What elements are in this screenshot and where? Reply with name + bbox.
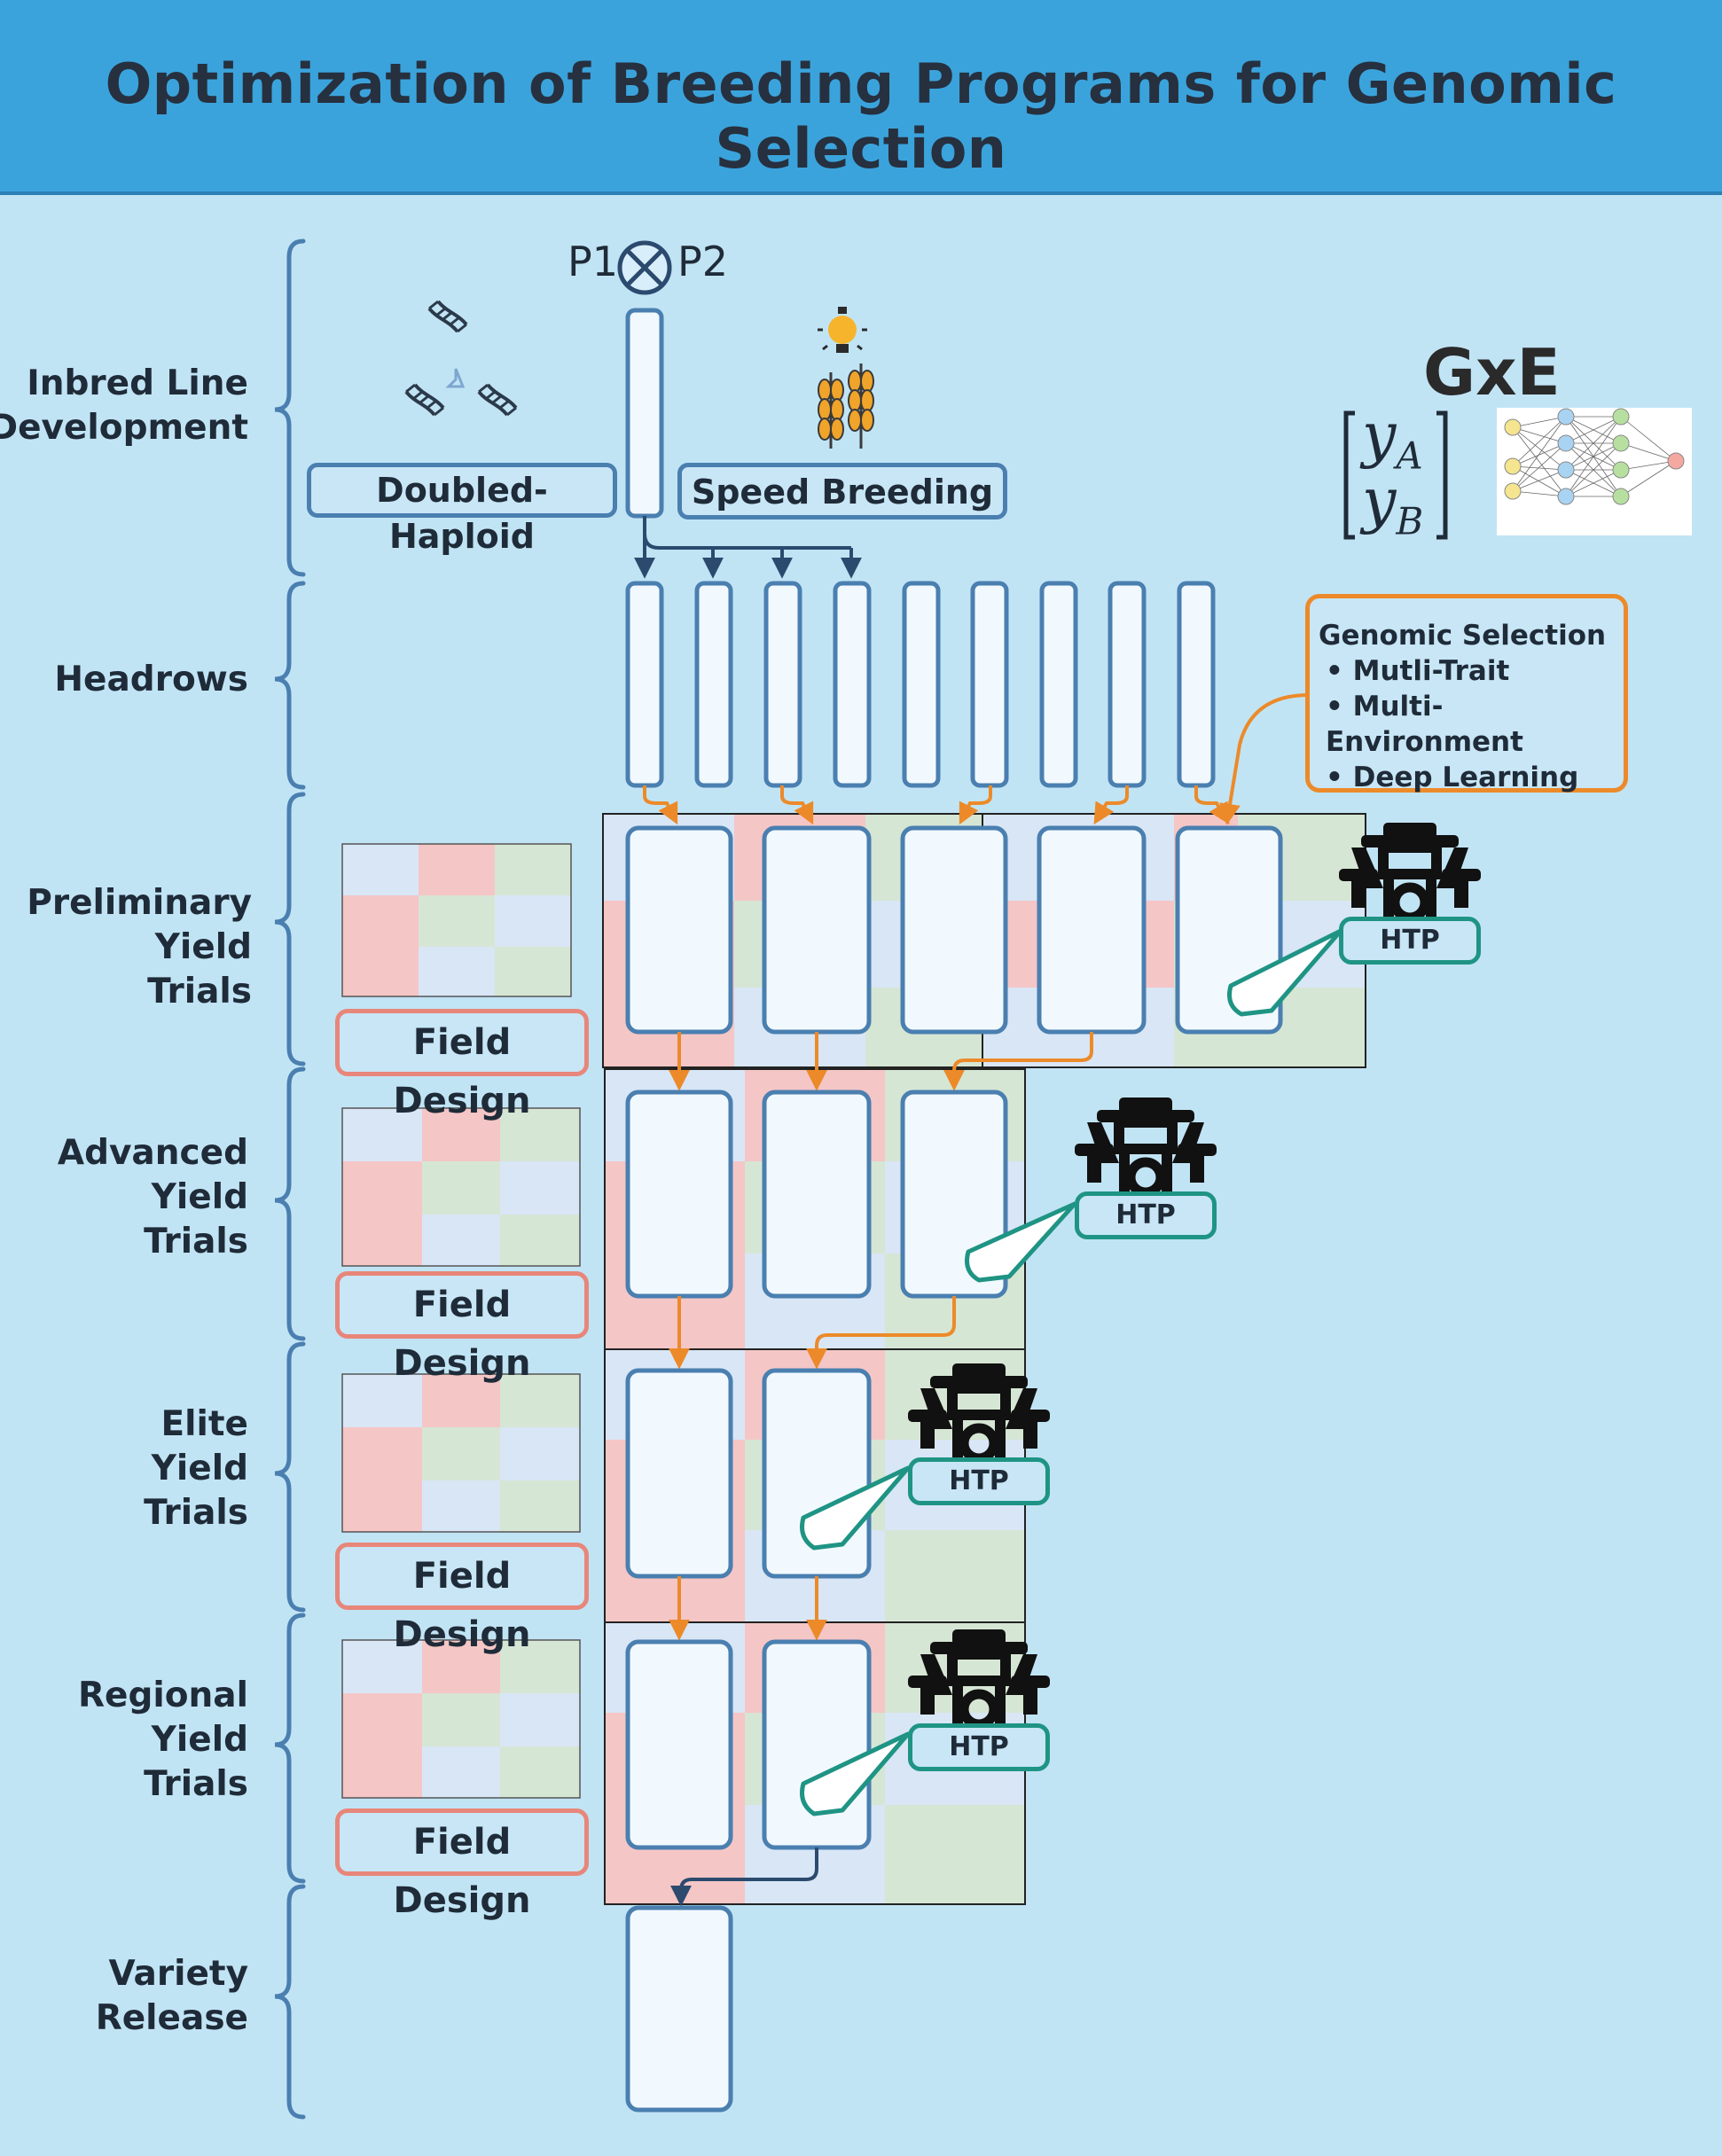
field-design-thumbnail-ayt xyxy=(341,1107,581,1267)
header-banner: Optimization of Breeding Programs for Ge… xyxy=(0,0,1722,195)
pyt-plots xyxy=(625,825,1283,1035)
drone-icon xyxy=(1075,1098,1217,1206)
distribution-arrows xyxy=(634,516,862,579)
stage-label-headrows: Headrows xyxy=(54,660,248,699)
field-design-thumbnail-ryt xyxy=(341,1639,581,1799)
gxe-vector-brackets xyxy=(1343,410,1448,540)
field-design-thumbnail-pyt xyxy=(341,843,572,997)
genomic-selection-title: Genomic Selection xyxy=(1319,620,1607,652)
genomic-selection-box: Genomic Selection • Mutli-Trait • Multi-… xyxy=(1305,594,1628,793)
wheat-icon xyxy=(818,363,874,449)
selection-arrows-ayt xyxy=(669,1032,1093,1091)
stage-brackets xyxy=(274,238,306,2120)
htp-label: HTP xyxy=(908,1457,1050,1505)
gxe-title: GxE xyxy=(1423,335,1561,410)
genomic-selection-item: • Multi-Environment xyxy=(1326,691,1523,758)
field-design-button-pyt: Field Design xyxy=(335,1009,589,1121)
stage-label-inbred: Inbred Line Development xyxy=(0,363,248,448)
field-design-button-ayt: Field Design xyxy=(335,1271,589,1384)
headrow-tubes xyxy=(625,581,1216,788)
neural-network-icon xyxy=(1497,408,1692,535)
stage-label-ayt: Advanced Yield Trials xyxy=(57,1133,248,1262)
field-design-thumbnail-eyt xyxy=(341,1373,581,1533)
inbred-line-tube xyxy=(625,308,664,519)
genomic-selection-item: • Mutli-Trait xyxy=(1326,655,1510,687)
stage-label-pyt: Preliminary Yield Trials xyxy=(27,883,252,1012)
page-title: Optimization of Breeding Programs for Ge… xyxy=(105,51,1617,181)
stage-label-release: Variety Release xyxy=(95,1954,248,2038)
selection-arrows-pyt xyxy=(643,693,1310,825)
ayt-plots xyxy=(625,1090,1008,1299)
selection-arrows-eyt xyxy=(669,1296,956,1370)
parent-1-label: P1 xyxy=(567,238,619,285)
lightbulb-icon xyxy=(818,307,867,353)
htp-sensor-beams xyxy=(800,928,1343,1816)
htp-label: HTP xyxy=(1339,917,1481,965)
gxe-vector-bottom: yB xyxy=(1362,466,1424,543)
doubled-haploid-box: Doubled-Haploid xyxy=(307,463,617,556)
release-arrow xyxy=(670,1847,818,1907)
parent-2-label: P2 xyxy=(677,238,729,285)
stage-label-eyt: Elite Yield Trials xyxy=(144,1404,248,1533)
genomic-selection-item: • Deep Learning xyxy=(1326,762,1579,793)
variety-release-plot xyxy=(625,1905,733,2113)
field-design-button-ryt: Field Design xyxy=(335,1808,589,1921)
selection-arrows-ryt xyxy=(669,1576,827,1641)
dna-icon xyxy=(404,300,518,417)
htp-label: HTP xyxy=(908,1723,1050,1771)
cross-symbol-icon xyxy=(617,240,672,295)
stage-label-ryt: Regional Yield Trials xyxy=(77,1676,248,1804)
gxe-vector-top: yA xyxy=(1362,401,1423,478)
speed-breeding-box: Speed Breeding xyxy=(677,463,1007,519)
field-design-button-eyt: Field Design xyxy=(335,1543,589,1655)
htp-label: HTP xyxy=(1075,1191,1217,1239)
